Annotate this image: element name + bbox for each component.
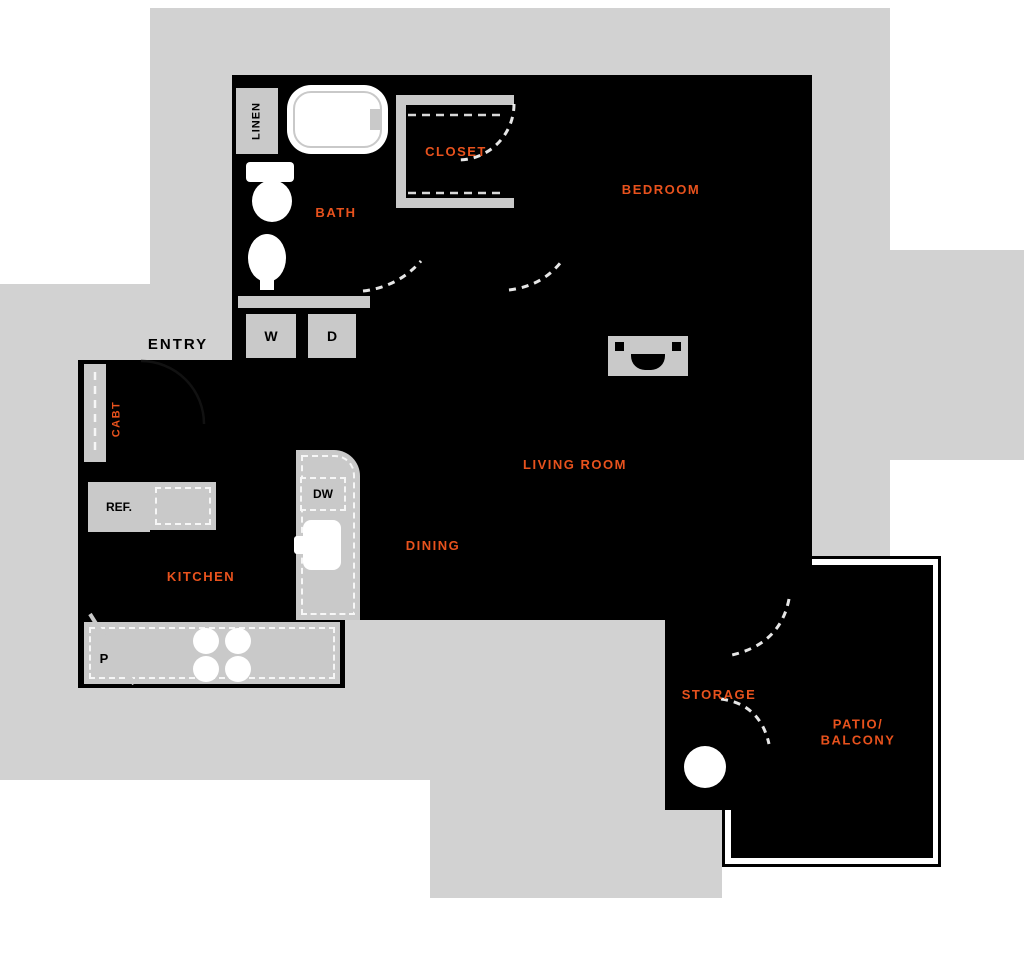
footprint-right (890, 250, 1024, 460)
bath-label: BATH (315, 205, 357, 221)
toilet-bowl (252, 180, 292, 222)
closet-wall-left (396, 95, 406, 208)
console-detail-center (631, 354, 665, 370)
closet-wall-top (396, 95, 514, 105)
water-heater (684, 746, 726, 788)
linen-label: LINEN (250, 102, 263, 140)
bathtub (287, 85, 388, 154)
pantry-label: P (99, 651, 109, 667)
entry-cabinet (84, 364, 106, 462)
dryer-box: D (308, 314, 356, 358)
bath-sink-base (260, 278, 274, 290)
storage-label: STORAGE (681, 687, 757, 703)
console-detail-left (615, 342, 624, 351)
linen-closet (236, 88, 278, 154)
toilet-tank (246, 162, 294, 182)
refrigerator-label: REF. (105, 500, 132, 514)
living-room-label: LIVING ROOM (523, 457, 627, 473)
closet-label: CLOSET (425, 144, 487, 160)
kitchen-counter-lower (84, 622, 340, 684)
refrigerator-box: REF. (88, 482, 150, 532)
bathtub-faucet (370, 109, 380, 130)
counter-dash-outline (155, 487, 211, 525)
patio-label: PATIO/ BALCONY (821, 716, 896, 747)
bath-wall-segment (238, 296, 370, 308)
dishwasher-box: DW (300, 477, 346, 511)
console-detail-right (672, 342, 681, 351)
dryer-label: D (326, 328, 338, 344)
dishwasher-label: DW (313, 487, 333, 501)
patio-label-line2: BALCONY (820, 732, 896, 747)
entry-label: ENTRY (147, 336, 209, 353)
bath-sink (248, 234, 286, 282)
lower-counter-dash-outline (89, 627, 335, 679)
washer-box: W (246, 314, 296, 358)
cabinet-label: CABT (110, 400, 123, 438)
media-console (608, 336, 688, 376)
kitchen-counter-upper (150, 482, 216, 530)
kitchen-label: KITCHEN (166, 569, 236, 585)
bathtub-rim (293, 91, 382, 148)
dining-label: DINING (405, 538, 461, 554)
kitchen-sink (303, 520, 341, 570)
patio-label-line1: PATIO/ (832, 716, 884, 732)
kitchen-faucet (294, 536, 306, 554)
closet-wall-bottom (396, 198, 514, 208)
washer-label: W (264, 328, 278, 344)
plan-storage-block (665, 620, 812, 810)
bedroom-label: BEDROOM (621, 182, 701, 198)
